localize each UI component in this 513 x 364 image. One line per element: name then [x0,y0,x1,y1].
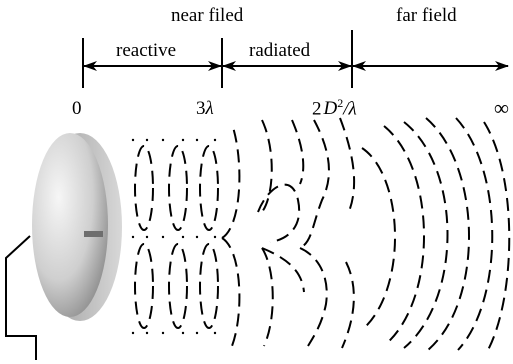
reactive-dots [131,138,217,335]
reactive-label: reactive [116,40,177,61]
feed-horn [84,231,103,237]
near-field-label: near filed [171,5,244,26]
far-field-wavefronts [361,117,511,351]
tick-3lambda-coef: 3 [196,98,206,119]
radiated-label: radiated [249,40,311,61]
tick-label-3lambda: 3λ [196,99,214,118]
reactive-loops [134,145,219,329]
fraunhofer-rest: /λ [343,98,357,120]
tick-label-infinity: ∞ [494,96,509,120]
far-field-label: far field [396,5,457,26]
feed-cable [5,235,37,360]
radiated-wavefronts [221,117,356,349]
fraunhofer-coef: 2 [312,98,322,120]
fraunhofer-exp: 2 [337,96,344,110]
tick-3lambda-lambda: λ [205,98,214,119]
tick-label-zero: 0 [72,98,82,119]
dish-antenna [32,133,122,321]
fraunhofer-D: D [323,98,338,120]
